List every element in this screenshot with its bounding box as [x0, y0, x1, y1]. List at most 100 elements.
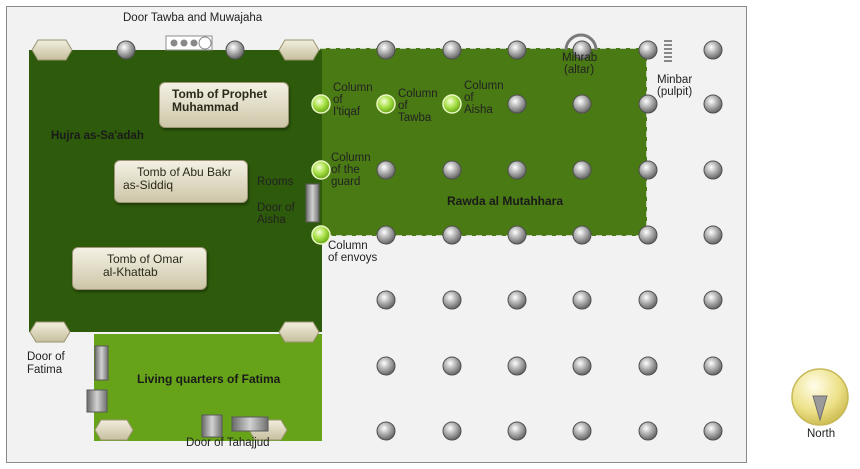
column-icon — [703, 421, 723, 441]
door-fatima-icon — [94, 345, 109, 381]
tomb-prophet-box: Tomb of Prophet Muhammad — [159, 82, 289, 128]
highlighted-column-icon — [442, 94, 462, 114]
column-icon — [703, 290, 723, 310]
hujra-label: Hujra as-Sa'adah — [51, 130, 144, 142]
minbar-label-1: Minbar — [657, 74, 693, 86]
column-icon — [703, 225, 723, 245]
column-icon — [703, 356, 723, 376]
mihrab-icon — [564, 33, 598, 51]
column-icon — [442, 225, 462, 245]
column-itiqaf-label-1: Column — [333, 82, 373, 94]
corner-marker-bottom-right — [278, 321, 320, 343]
column-icon — [703, 94, 723, 114]
column-icon — [638, 40, 658, 60]
column-icon — [507, 160, 527, 180]
column-icon — [376, 290, 396, 310]
door-tawba-icon — [165, 35, 213, 51]
column-icon — [638, 290, 658, 310]
column-icon — [507, 421, 527, 441]
column-guard-label-3: guard — [331, 176, 361, 188]
column-icon — [442, 40, 462, 60]
minbar-label-2: (pulpit) — [657, 86, 693, 98]
mihrab-label-2: (altar) — [564, 64, 595, 76]
column-itiqaf-label-2: of — [333, 94, 343, 106]
column-icon — [225, 40, 245, 60]
door-aisha-label-1: Door of — [257, 202, 295, 214]
tomb-omar-label-1: Tomb of Omar — [107, 252, 184, 266]
column-icon — [638, 225, 658, 245]
column-icon — [442, 356, 462, 376]
tomb-abu-bakr-label-2: as-Siddiq — [123, 178, 174, 192]
column-icon — [572, 225, 592, 245]
column-icon — [376, 356, 396, 376]
column-icon — [507, 40, 527, 60]
north-label: North — [807, 428, 836, 440]
tomb-abu-bakr-box: Tomb of Abu Bakr as-Siddiq — [114, 160, 248, 203]
column-icon — [572, 356, 592, 376]
rawda-label: Rawda al Mutahhara — [447, 194, 564, 208]
column-icon — [116, 40, 136, 60]
highlighted-column-icon — [311, 160, 331, 180]
corner-marker-top-right — [278, 39, 320, 61]
columns — [116, 40, 723, 441]
tomb-prophet-label: Tomb of Prophet Muhammad — [172, 87, 268, 114]
fatima-quarters-label: Living quarters of Fatima — [137, 372, 281, 386]
column-icon — [638, 421, 658, 441]
column-icon — [376, 160, 396, 180]
door-aisha-label-2: Aisha — [257, 214, 286, 226]
column-icon — [376, 421, 396, 441]
column-icon — [572, 290, 592, 310]
column-icon — [572, 94, 592, 114]
column-icon — [442, 160, 462, 180]
column-icon — [638, 160, 658, 180]
door-fatima-label-1: Door of — [27, 351, 65, 363]
door-aisha-icon — [305, 183, 320, 223]
column-icon — [572, 160, 592, 180]
corner-marker-bottom-left — [29, 321, 71, 343]
tomb-abu-bakr-label-1: Tomb of Abu Bakr — [137, 165, 232, 179]
column-tawba-label-2: of — [398, 100, 408, 112]
tomb-omar-box: Tomb of Omar al-Khattab — [72, 247, 207, 290]
column-icon — [703, 40, 723, 60]
column-tawba-label-3: Tawba — [398, 112, 432, 124]
column-icon — [507, 356, 527, 376]
door-tahajjud-icon — [201, 414, 223, 438]
column-icon — [376, 225, 396, 245]
door-tahajjud-side-icon — [231, 416, 269, 432]
tomb-omar-label-2: al-Khattab — [103, 265, 158, 279]
door-tawba-label: Door Tawba and Muwajaha — [123, 12, 263, 24]
column-itiqaf-label-3: I'tiqaf — [333, 106, 361, 118]
highlighted-column-icon — [311, 225, 331, 245]
column-envoys-label-2: of envoys — [328, 252, 378, 264]
column-icon — [638, 94, 658, 114]
column-icon — [572, 40, 592, 60]
column-aisha-label-1: Column — [464, 80, 504, 92]
door-fatima-label-2: Fatima — [27, 364, 63, 376]
highlighted-column-icon — [376, 94, 396, 114]
column-aisha-label-2: of — [464, 92, 474, 104]
rooms-label: Rooms — [257, 176, 294, 188]
column-icon — [703, 160, 723, 180]
corner-marker-fatima-left — [94, 419, 134, 441]
column-guard-label-1: Column — [331, 152, 371, 164]
highlighted-columns — [311, 94, 462, 245]
corner-marker-top-left — [31, 39, 73, 61]
column-guard-label-2: of the — [331, 164, 360, 176]
door-tahajjud-label: Door of Tahajjud — [186, 437, 270, 449]
column-icon — [442, 421, 462, 441]
column-icon — [376, 40, 396, 60]
column-icon — [507, 290, 527, 310]
column-tawba-label-1: Column — [398, 88, 438, 100]
column-envoys-label-1: Column — [328, 240, 368, 252]
column-icon — [572, 421, 592, 441]
mihrab-label-1: Mihrab — [562, 52, 598, 64]
column-icon — [507, 225, 527, 245]
minbar-icon — [664, 40, 672, 62]
column-aisha-label-3: Aisha — [464, 104, 493, 116]
highlighted-column-icon — [311, 94, 331, 114]
column-icon — [638, 356, 658, 376]
north-compass-icon — [791, 368, 849, 426]
column-icon — [507, 94, 527, 114]
column-icon — [442, 290, 462, 310]
